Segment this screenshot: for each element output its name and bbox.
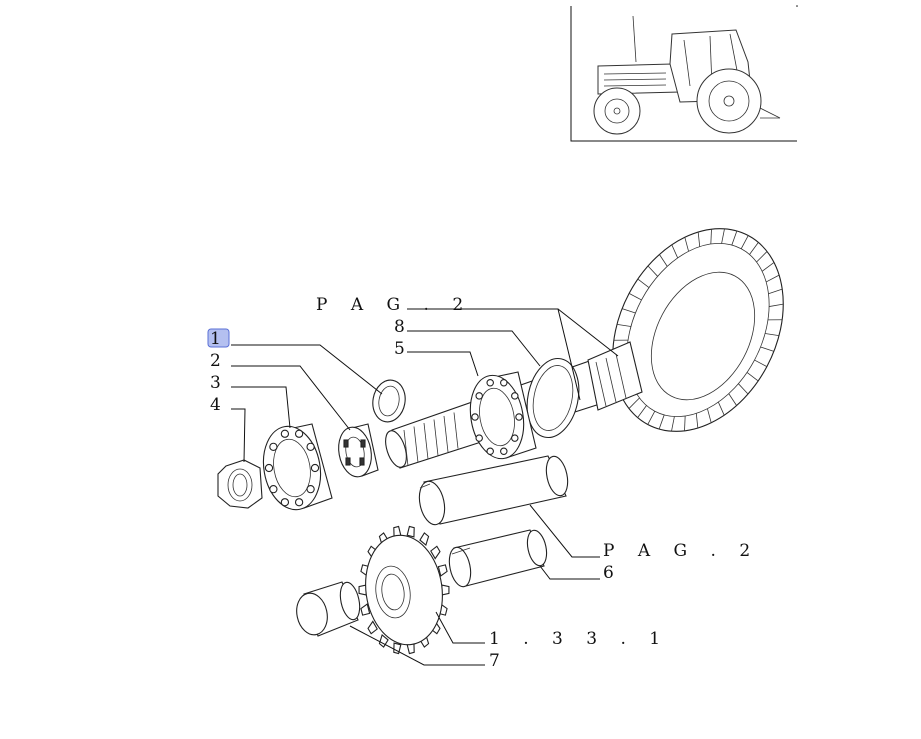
gear-tooth [406,525,415,538]
bearing-ball [306,442,315,451]
crown-tooth [765,333,780,337]
shaft-spline [413,426,419,463]
bearing-ball [475,434,483,442]
bearing-ball [269,485,278,494]
crown-tooth [647,265,658,277]
needle-bearing-cage [338,423,379,478]
crown-tooth [671,416,675,432]
callout-1-highlight [207,328,230,348]
crown-tooth [637,405,647,418]
bushing [296,581,361,637]
crown-tooth [749,242,759,255]
crown-tooth [707,408,712,423]
bearing-ball [511,434,519,442]
bearing-ball [294,498,304,507]
bearing-ball [500,447,508,455]
crown-tooth [721,228,725,244]
callout-pag-bottom[interactable]: P A G . 2 [603,541,759,561]
gear-tooth [419,532,430,546]
shaft-spline [433,419,439,456]
leader-lines [231,308,619,666]
crown-tooth [731,230,738,246]
crown-wheel [612,228,784,432]
callout-labels: 1 2 3 4 P A G . 2 8 5 P A G . 2 6 1 . 3 … [207,295,759,671]
gear-tooth [360,603,371,616]
sleeve-large [418,455,569,526]
spur-gear [358,525,450,655]
crown-tooth [769,303,784,307]
bearing-ball [264,463,274,473]
callout-2[interactable]: 2 [210,351,221,371]
tractor-thumbnail [570,5,798,142]
bearing-ball [306,485,315,494]
ring-nut [217,459,263,509]
crown-tooth [647,411,656,425]
crown-tooth [621,308,636,314]
callout-6[interactable]: 6 [603,563,614,583]
crown-tooth [684,237,689,252]
bearing-ball [515,413,523,421]
callout-1[interactable]: 1 [210,329,221,349]
callout-5[interactable]: 5 [394,339,405,359]
crown-tooth [659,254,668,267]
bearing-ball [511,392,519,400]
crown-tooth [761,262,775,272]
gear-tooth [367,620,378,635]
crown-tooth [717,401,725,416]
crown-tooth [628,397,640,409]
crown-tooth [671,244,679,259]
callout-7[interactable]: 7 [489,651,500,671]
ball-bearing [262,423,333,511]
bearing-ball [280,429,290,438]
spacer-ring [372,379,406,423]
crown-tooth [684,416,686,431]
bearing-ball [486,379,494,387]
crown-tooth [765,274,780,283]
crown-tooth [658,414,665,430]
crown-tooth [616,323,631,327]
callout-pag-top[interactable]: P A G . 2 [316,295,472,315]
sleeve [448,529,548,588]
tractor-icon [593,15,781,135]
crown-tooth [740,235,749,249]
crown-tooth [697,232,701,247]
crown-tooth [628,293,642,301]
crown-tooth [637,278,650,288]
gear-tooth [393,642,402,655]
shaft-spline [403,429,409,467]
bearing-ball [471,413,479,421]
shaft-spline [453,412,459,449]
gear-tooth [430,545,441,560]
bearing-ball [500,379,508,387]
crown-tooth [728,393,737,406]
crown-tooth [710,229,712,244]
bearing-ball [475,392,483,400]
gear-tooth [437,564,448,577]
crown-tooth [768,288,783,295]
callout-3[interactable]: 3 [210,373,221,393]
crown-tooth [746,372,759,382]
bearing-ball [269,442,278,451]
shaft-spline [443,415,449,453]
bearing-ball [294,429,304,438]
bearing-ball [486,447,494,455]
roller-bearing [469,371,537,460]
bearing-ball [310,463,320,473]
crown-tooth [695,413,699,428]
crown-tooth [738,383,749,395]
callout-8[interactable]: 8 [394,317,405,337]
callout-4[interactable]: 4 [210,395,221,415]
shim-ring [526,357,580,439]
bearing-ball [280,498,290,507]
crown-tooth [760,346,775,352]
callout-1-33-1[interactable]: 1 . 3 3 . 1 [489,629,669,649]
crown-tooth [754,359,768,367]
shaft-spline [423,422,429,460]
crown-tooth [756,251,768,263]
